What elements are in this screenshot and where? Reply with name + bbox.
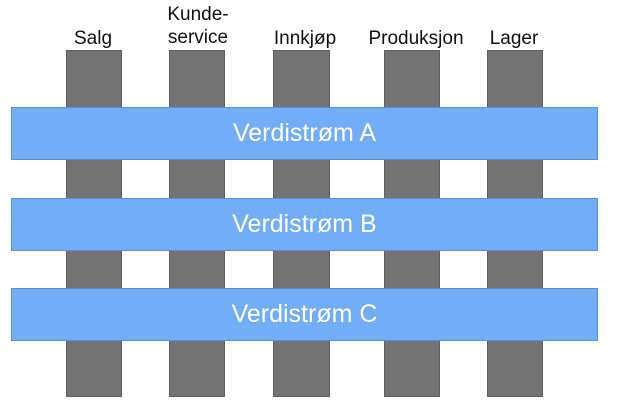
value-stream-bar-a: Verdistrøm A xyxy=(11,107,598,160)
value-stream-label-c: Verdistrøm C xyxy=(231,300,378,328)
value-stream-bar-c: Verdistrøm C xyxy=(11,288,598,341)
department-label-kundeservice: Kunde- service xyxy=(167,4,229,48)
department-label-lager: Lager xyxy=(489,28,539,49)
value-stream-label-b: Verdistrøm B xyxy=(232,210,377,238)
value-stream-bar-b: Verdistrøm B xyxy=(11,198,598,251)
department-label-salg: Salg xyxy=(73,28,113,49)
department-label-innkjop: Innkjøp xyxy=(273,28,337,49)
department-label-produksjon: Produksjon xyxy=(368,28,464,49)
value-stream-label-a: Verdistrøm A xyxy=(232,119,377,147)
